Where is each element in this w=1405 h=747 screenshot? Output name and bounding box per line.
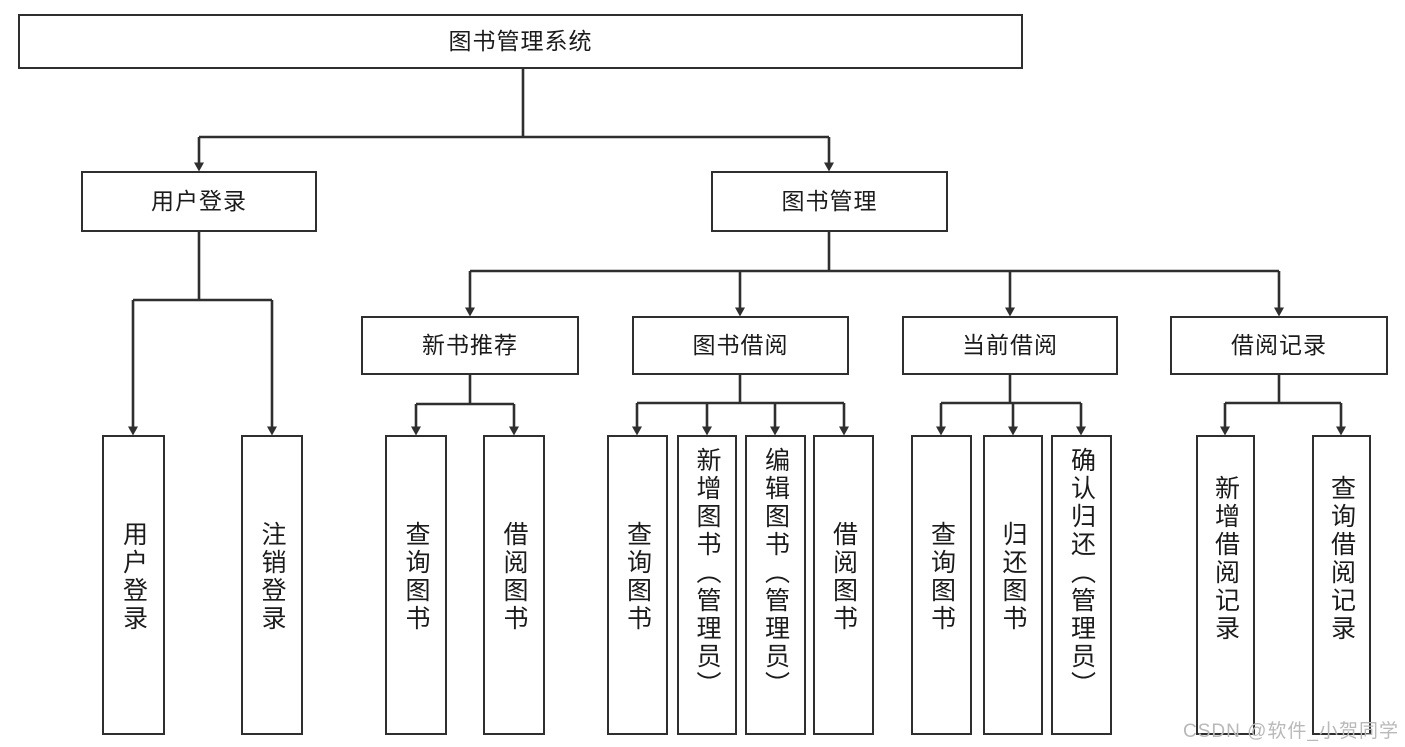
leaf-add-borrow-record-label: 新增借阅记录 [1211, 475, 1240, 643]
leaf-confirm-return-admin-label: 确认归还（管理员） [1067, 447, 1096, 699]
leaf-user-login[interactable]: 用户登录 [102, 435, 165, 735]
leaf-new-query-book-label: 查询图书 [402, 521, 430, 633]
node-book-management-label: 图书管理 [781, 187, 878, 214]
leaf-current-query-book[interactable]: 查询图书 [911, 435, 972, 735]
node-book-management[interactable]: 图书管理 [711, 171, 948, 232]
leaf-user-logout-label: 注销登录 [258, 521, 286, 633]
node-book-borrow-label: 图书借阅 [692, 331, 789, 358]
leaf-borrow-query-book-label: 查询图书 [623, 521, 652, 633]
node-user-login[interactable]: 用户登录 [81, 171, 317, 232]
node-new-book-recommend[interactable]: 新书推荐 [361, 316, 579, 375]
leaf-query-borrow-record[interactable]: 查询借阅记录 [1312, 435, 1371, 735]
node-borrow-records[interactable]: 借阅记录 [1170, 316, 1388, 375]
node-root[interactable]: 图书管理系统 [18, 14, 1023, 69]
leaf-borrow-lend-book[interactable]: 借阅图书 [813, 435, 874, 735]
node-new-book-recommend-label: 新书推荐 [422, 331, 518, 358]
node-root-label: 图书管理系统 [448, 27, 593, 54]
leaf-user-login-label: 用户登录 [119, 521, 148, 633]
leaf-return-book-label: 归还图书 [999, 521, 1027, 633]
leaf-return-book[interactable]: 归还图书 [983, 435, 1043, 735]
watermark: CSDN @软件_小贺同学 [1183, 721, 1399, 742]
node-current-borrow[interactable]: 当前借阅 [902, 316, 1118, 375]
node-current-borrow-label: 当前借阅 [962, 331, 1058, 358]
leaf-add-book-admin-label: 新增图书（管理员） [693, 447, 721, 699]
leaf-user-logout[interactable]: 注销登录 [241, 435, 303, 735]
leaf-edit-book-admin-label: 编辑图书（管理员） [761, 447, 790, 699]
leaf-borrow-lend-book-label: 借阅图书 [829, 521, 858, 633]
leaf-add-book-admin[interactable]: 新增图书（管理员） [677, 435, 737, 735]
leaf-current-query-book-label: 查询图书 [927, 521, 956, 633]
leaf-borrow-query-book[interactable]: 查询图书 [607, 435, 668, 735]
leaf-edit-book-admin[interactable]: 编辑图书（管理员） [745, 435, 806, 735]
node-borrow-records-label: 借阅记录 [1231, 331, 1327, 358]
node-book-borrow[interactable]: 图书借阅 [632, 316, 849, 375]
leaf-new-query-book[interactable]: 查询图书 [385, 435, 447, 735]
node-user-login-label: 用户登录 [151, 187, 247, 214]
leaf-query-borrow-record-label: 查询借阅记录 [1327, 475, 1356, 643]
leaf-add-borrow-record[interactable]: 新增借阅记录 [1196, 435, 1255, 735]
leaf-confirm-return-admin[interactable]: 确认归还（管理员） [1051, 435, 1112, 735]
leaf-new-borrow-book[interactable]: 借阅图书 [483, 435, 545, 735]
leaf-new-borrow-book-label: 借阅图书 [500, 521, 528, 633]
